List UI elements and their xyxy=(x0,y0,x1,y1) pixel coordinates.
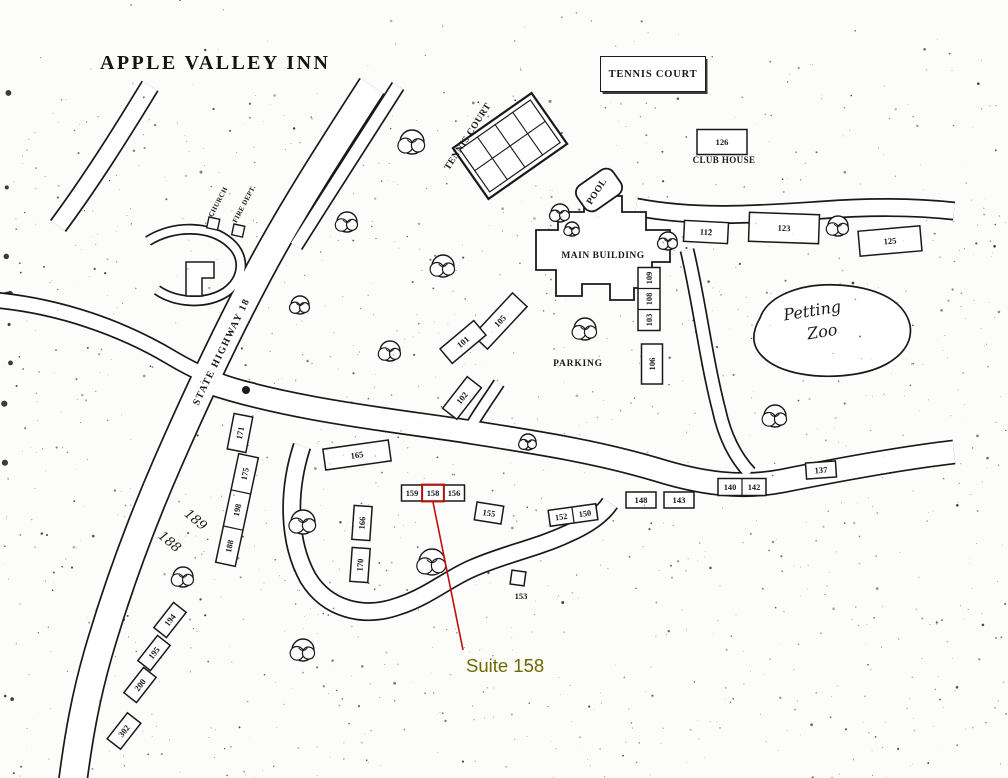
building-101: 101 xyxy=(438,319,488,365)
building-143: 143 xyxy=(663,491,695,509)
tree-icon xyxy=(334,211,359,233)
suite-annotation-line xyxy=(432,501,464,651)
building-number-label: 112 xyxy=(700,227,713,238)
building-small-square xyxy=(509,569,527,587)
building-195: 195 xyxy=(136,634,172,672)
building-number-label: 152 xyxy=(554,512,568,523)
map-label-main-building: MAIN BUILDING xyxy=(561,251,644,261)
building-block-175-198-188: 175 198 188 xyxy=(214,452,260,568)
fire-dept-building xyxy=(230,223,246,238)
tree-icon xyxy=(548,203,571,223)
church-building xyxy=(205,216,221,231)
building-number-label: 108 xyxy=(645,293,654,306)
building-number-label: 109 xyxy=(645,272,654,285)
building-block-159-158-156: 159 158 156 xyxy=(400,483,466,503)
tree-icon xyxy=(825,215,850,237)
trees xyxy=(170,129,850,662)
building-block-140-142: 140 142 xyxy=(717,477,767,497)
building-block-109-108-103: 109 108 103 xyxy=(637,266,661,332)
handwritten-note-188: 188 xyxy=(155,529,184,556)
tree-icon xyxy=(289,638,316,662)
tree-icon xyxy=(377,340,402,362)
building-137: 137 xyxy=(804,460,838,480)
building-number-label: 156 xyxy=(448,489,461,498)
l-shaped-building xyxy=(185,261,215,297)
tree-icon xyxy=(397,129,426,155)
building-number-label: 150 xyxy=(578,508,592,519)
building-148: 148 xyxy=(625,491,657,509)
building-170: 170 xyxy=(349,546,371,584)
building-200: 200 xyxy=(122,666,158,704)
building-number-label: 142 xyxy=(748,483,761,492)
tennis-court-legend-box: TENNIS COURT xyxy=(600,56,706,92)
tree-icon xyxy=(288,295,311,315)
building-123: 123 xyxy=(747,211,821,245)
tree-icon xyxy=(761,404,788,428)
suite-annotation: Suite 158 xyxy=(432,501,544,676)
building-194: 194 xyxy=(152,601,188,639)
map-label-club-house: CLUB HOUSE xyxy=(693,155,756,165)
building-number-label: 159 xyxy=(406,489,419,498)
building-171: 171 xyxy=(226,412,254,454)
map-label-unit-153: 153 xyxy=(515,591,528,601)
tree-icon xyxy=(656,231,679,251)
road-junction-dot xyxy=(242,386,250,394)
building-number-label: 188 xyxy=(224,539,235,553)
building-number-label: 106 xyxy=(647,357,657,371)
building-number-label: 148 xyxy=(635,495,649,505)
tree-icon xyxy=(571,317,598,341)
building-112: 112 xyxy=(682,219,730,245)
building-number-label: 158 xyxy=(427,489,440,498)
tree-icon xyxy=(563,221,580,237)
building-125: 125 xyxy=(857,225,923,257)
building-number-label: 143 xyxy=(673,495,686,505)
building-number-label: 175 xyxy=(239,467,250,481)
tennis-court-legend-label: TENNIS COURT xyxy=(608,68,698,80)
map-label-parking: PARKING xyxy=(553,359,603,369)
building-number-label: 140 xyxy=(724,483,737,492)
building-166: 166 xyxy=(351,504,373,542)
building-number-label: 126 xyxy=(716,137,730,147)
building-number-label: 171 xyxy=(234,426,246,441)
tree-icon xyxy=(518,433,537,451)
building-number-label: 166 xyxy=(357,516,368,530)
building-165: 165 xyxy=(322,439,392,471)
suite-annotation-label: Suite 158 xyxy=(466,655,544,676)
building-number-label: 165 xyxy=(350,449,364,461)
building-155: 155 xyxy=(473,501,505,525)
building-number-label: 137 xyxy=(814,465,828,476)
building-number-label: 170 xyxy=(355,558,366,572)
handwritten-note-189: 189 xyxy=(181,507,210,534)
building-126: 126 xyxy=(696,128,748,156)
scan-noise-front xyxy=(3,96,1007,777)
building-number-label: 103 xyxy=(645,314,654,327)
petting-zoo-enclosure xyxy=(753,283,912,378)
building-105: 105 xyxy=(471,291,529,351)
building-302: 302 xyxy=(106,711,142,751)
building-number-label: 198 xyxy=(232,503,243,517)
tennis-court-outline xyxy=(451,91,569,201)
building-number-label: 125 xyxy=(883,235,897,246)
building-106: 106 xyxy=(640,343,664,385)
map-label-church: CHURCH xyxy=(207,185,230,218)
tree-icon xyxy=(416,548,447,576)
building-number-label: 155 xyxy=(482,507,496,519)
tree-icon xyxy=(170,566,195,588)
building-block-152-150: 152 150 xyxy=(547,502,599,528)
handwritten-petting-zoo-line2: Zoo xyxy=(805,320,839,344)
tree-icon xyxy=(429,254,456,278)
tree-icon xyxy=(288,509,317,535)
building-102: 102 xyxy=(441,375,483,421)
map-label-fire-dept: FIRE DEPT. xyxy=(231,184,257,224)
page-title: APPLE VALLEY INN xyxy=(100,52,331,74)
pool-outline xyxy=(575,167,623,213)
building-number-label: 123 xyxy=(777,223,790,233)
suite-highlight-box xyxy=(421,483,445,503)
